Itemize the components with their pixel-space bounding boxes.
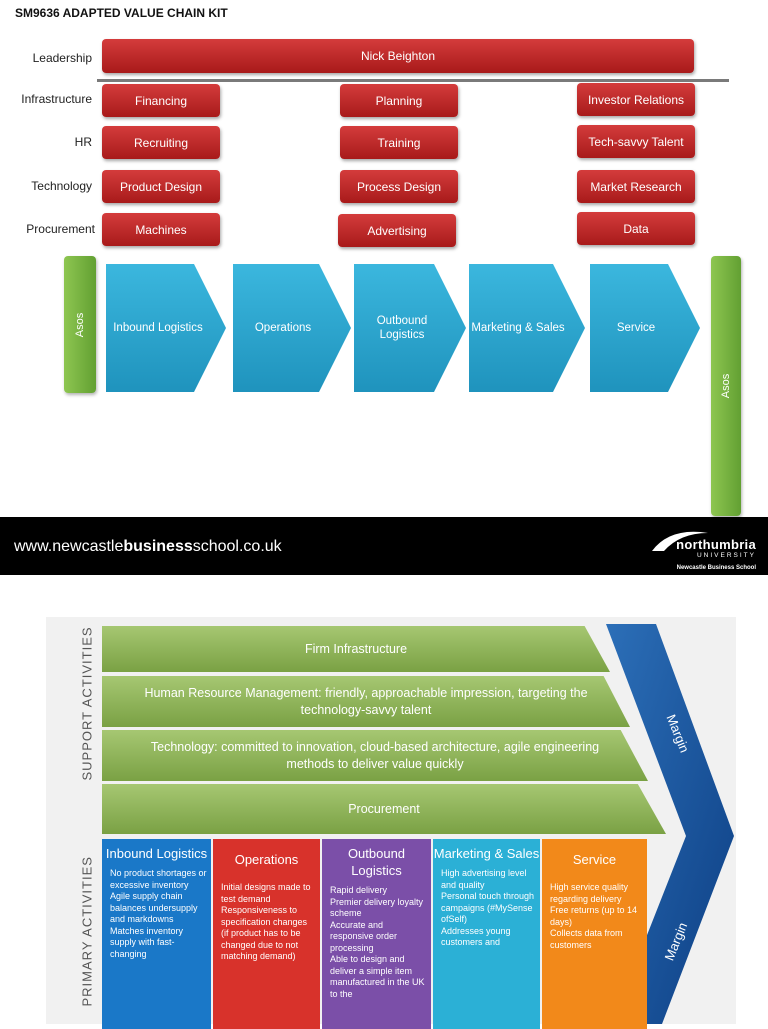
- support-box-tech-savvy-talent: Tech-savvy Talent: [577, 125, 695, 158]
- column-item: Addresses young customers and: [441, 925, 511, 948]
- footer-bar: [0, 517, 768, 575]
- chevron-label: Service: [616, 322, 656, 334]
- column-item: Responsiveness to specification changes …: [221, 905, 308, 961]
- row-label-infrastructure: Infrastructure: [21, 92, 92, 106]
- column-item: High advertising level and quality: [441, 868, 527, 890]
- northumbria-logo-icon: [650, 525, 710, 558]
- logo-school: Newcastle Business School: [676, 565, 756, 571]
- column-item: No product shortages or excessive invent…: [110, 868, 207, 890]
- column-title: Inbound Logistics: [105, 846, 208, 861]
- column-outbound-logistics: Outbound Logistics Rapid delivery Premie…: [322, 839, 431, 1029]
- chevron-inbound-logistics: Inbound Logistics: [106, 264, 226, 392]
- support-box-product-design: Product Design: [102, 170, 220, 203]
- support-activities-label: SUPPORT ACTIVITIES: [79, 626, 95, 781]
- footer-url-bold: business: [123, 538, 193, 555]
- logo-university: UNIVERSITY: [696, 552, 756, 559]
- margin-arrow: [606, 624, 734, 1024]
- page-title: SM9636 ADAPTED VALUE CHAIN KIT: [15, 6, 228, 20]
- column-item: Premier delivery loyalty scheme: [330, 896, 424, 919]
- row-label-technology: Technology: [31, 179, 92, 193]
- northumbria-logo: northumbria UNIVERSITY Newcastle Busines…: [676, 537, 756, 571]
- chevron-label: Inbound Logistics: [113, 322, 203, 334]
- chevron-label: Outbound Logistics: [376, 315, 428, 341]
- asos-right-bar: Asos: [711, 256, 741, 516]
- support-box-process-design: Process Design: [340, 170, 458, 203]
- support-box-advertising: Advertising: [338, 214, 456, 247]
- chevron-service: Service: [590, 264, 700, 392]
- support-box-machines: Machines: [102, 213, 220, 246]
- support-box-market-research: Market Research: [577, 170, 695, 203]
- support-bar-hrm: Human Resource Management: friendly, app…: [102, 676, 630, 727]
- divider-line: [97, 79, 729, 82]
- leadership-box: Nick Beighton: [102, 39, 694, 73]
- column-item: Personal touch through campaigns (#MySen…: [441, 891, 535, 924]
- column-title: Marketing & Sales: [433, 846, 540, 861]
- column-title: Operations: [234, 852, 299, 867]
- chevron-outbound-logistics: Outbound Logistics: [354, 264, 466, 392]
- column-item: Agile supply chain balances undersupply …: [110, 891, 198, 924]
- support-bar-firm-infrastructure: Firm Infrastructure: [102, 626, 610, 672]
- footer-url-prefix: www.newcastle: [14, 538, 124, 555]
- column-item: Accurate and responsive order processing: [330, 919, 398, 953]
- column-service: Service High service quality regarding d…: [542, 839, 647, 1029]
- primary-activities-label: PRIMARY ACTIVITIES: [79, 856, 95, 1007]
- support-box-financing: Financing: [102, 84, 220, 117]
- asos-left-bar: Asos: [64, 256, 96, 393]
- column-item: Rapid delivery: [330, 885, 388, 895]
- column-inbound-logistics: Inbound Logistics No product shortages o…: [102, 839, 211, 1029]
- support-box-training: Training: [340, 126, 458, 159]
- column-item: High service quality regarding delivery: [550, 882, 629, 904]
- row-label-procurement: Procurement: [26, 222, 95, 236]
- logo-name: northumbria: [676, 537, 756, 552]
- column-item: Matches inventory supply with fast-chang…: [110, 925, 184, 959]
- support-box-investor-relations: Investor Relations: [577, 83, 695, 116]
- chevron-marketing-sales: Marketing & Sales: [469, 264, 585, 392]
- column-operations: Operations Initial designs made to test …: [213, 839, 320, 1029]
- support-box-planning: Planning: [340, 84, 458, 117]
- column-item: Initial designs made to test demand: [221, 882, 311, 904]
- chevron-label: Operations: [254, 322, 312, 334]
- support-bar-technology: Technology: committed to innovation, clo…: [102, 730, 648, 781]
- asos-right-label: Asos: [720, 373, 732, 399]
- column-item: Able to design and deliver a simple item…: [330, 954, 425, 999]
- support-box-recruiting: Recruiting: [102, 126, 220, 159]
- chevron-label: Marketing & Sales: [471, 322, 565, 334]
- row-label-leadership: Leadership: [32, 51, 92, 65]
- column-marketing-sales: Marketing & Sales High advertising level…: [433, 839, 540, 1029]
- column-title: Service: [572, 852, 617, 867]
- column-item: Collects data from customers: [550, 928, 623, 950]
- row-label-hr: HR: [74, 135, 92, 149]
- asos-left-label: Asos: [74, 312, 86, 337]
- support-box-data: Data: [577, 212, 695, 245]
- support-bar-procurement: Procurement: [102, 784, 666, 834]
- column-item: Free returns (up to 14 days): [550, 905, 638, 927]
- chevron-operations: Operations: [233, 264, 351, 392]
- column-title: Outbound Logistics: [347, 846, 406, 878]
- footer-url: www.newcastlebusinessschool.co.uk: [14, 538, 282, 556]
- footer-url-suffix: school.co.uk: [192, 538, 282, 555]
